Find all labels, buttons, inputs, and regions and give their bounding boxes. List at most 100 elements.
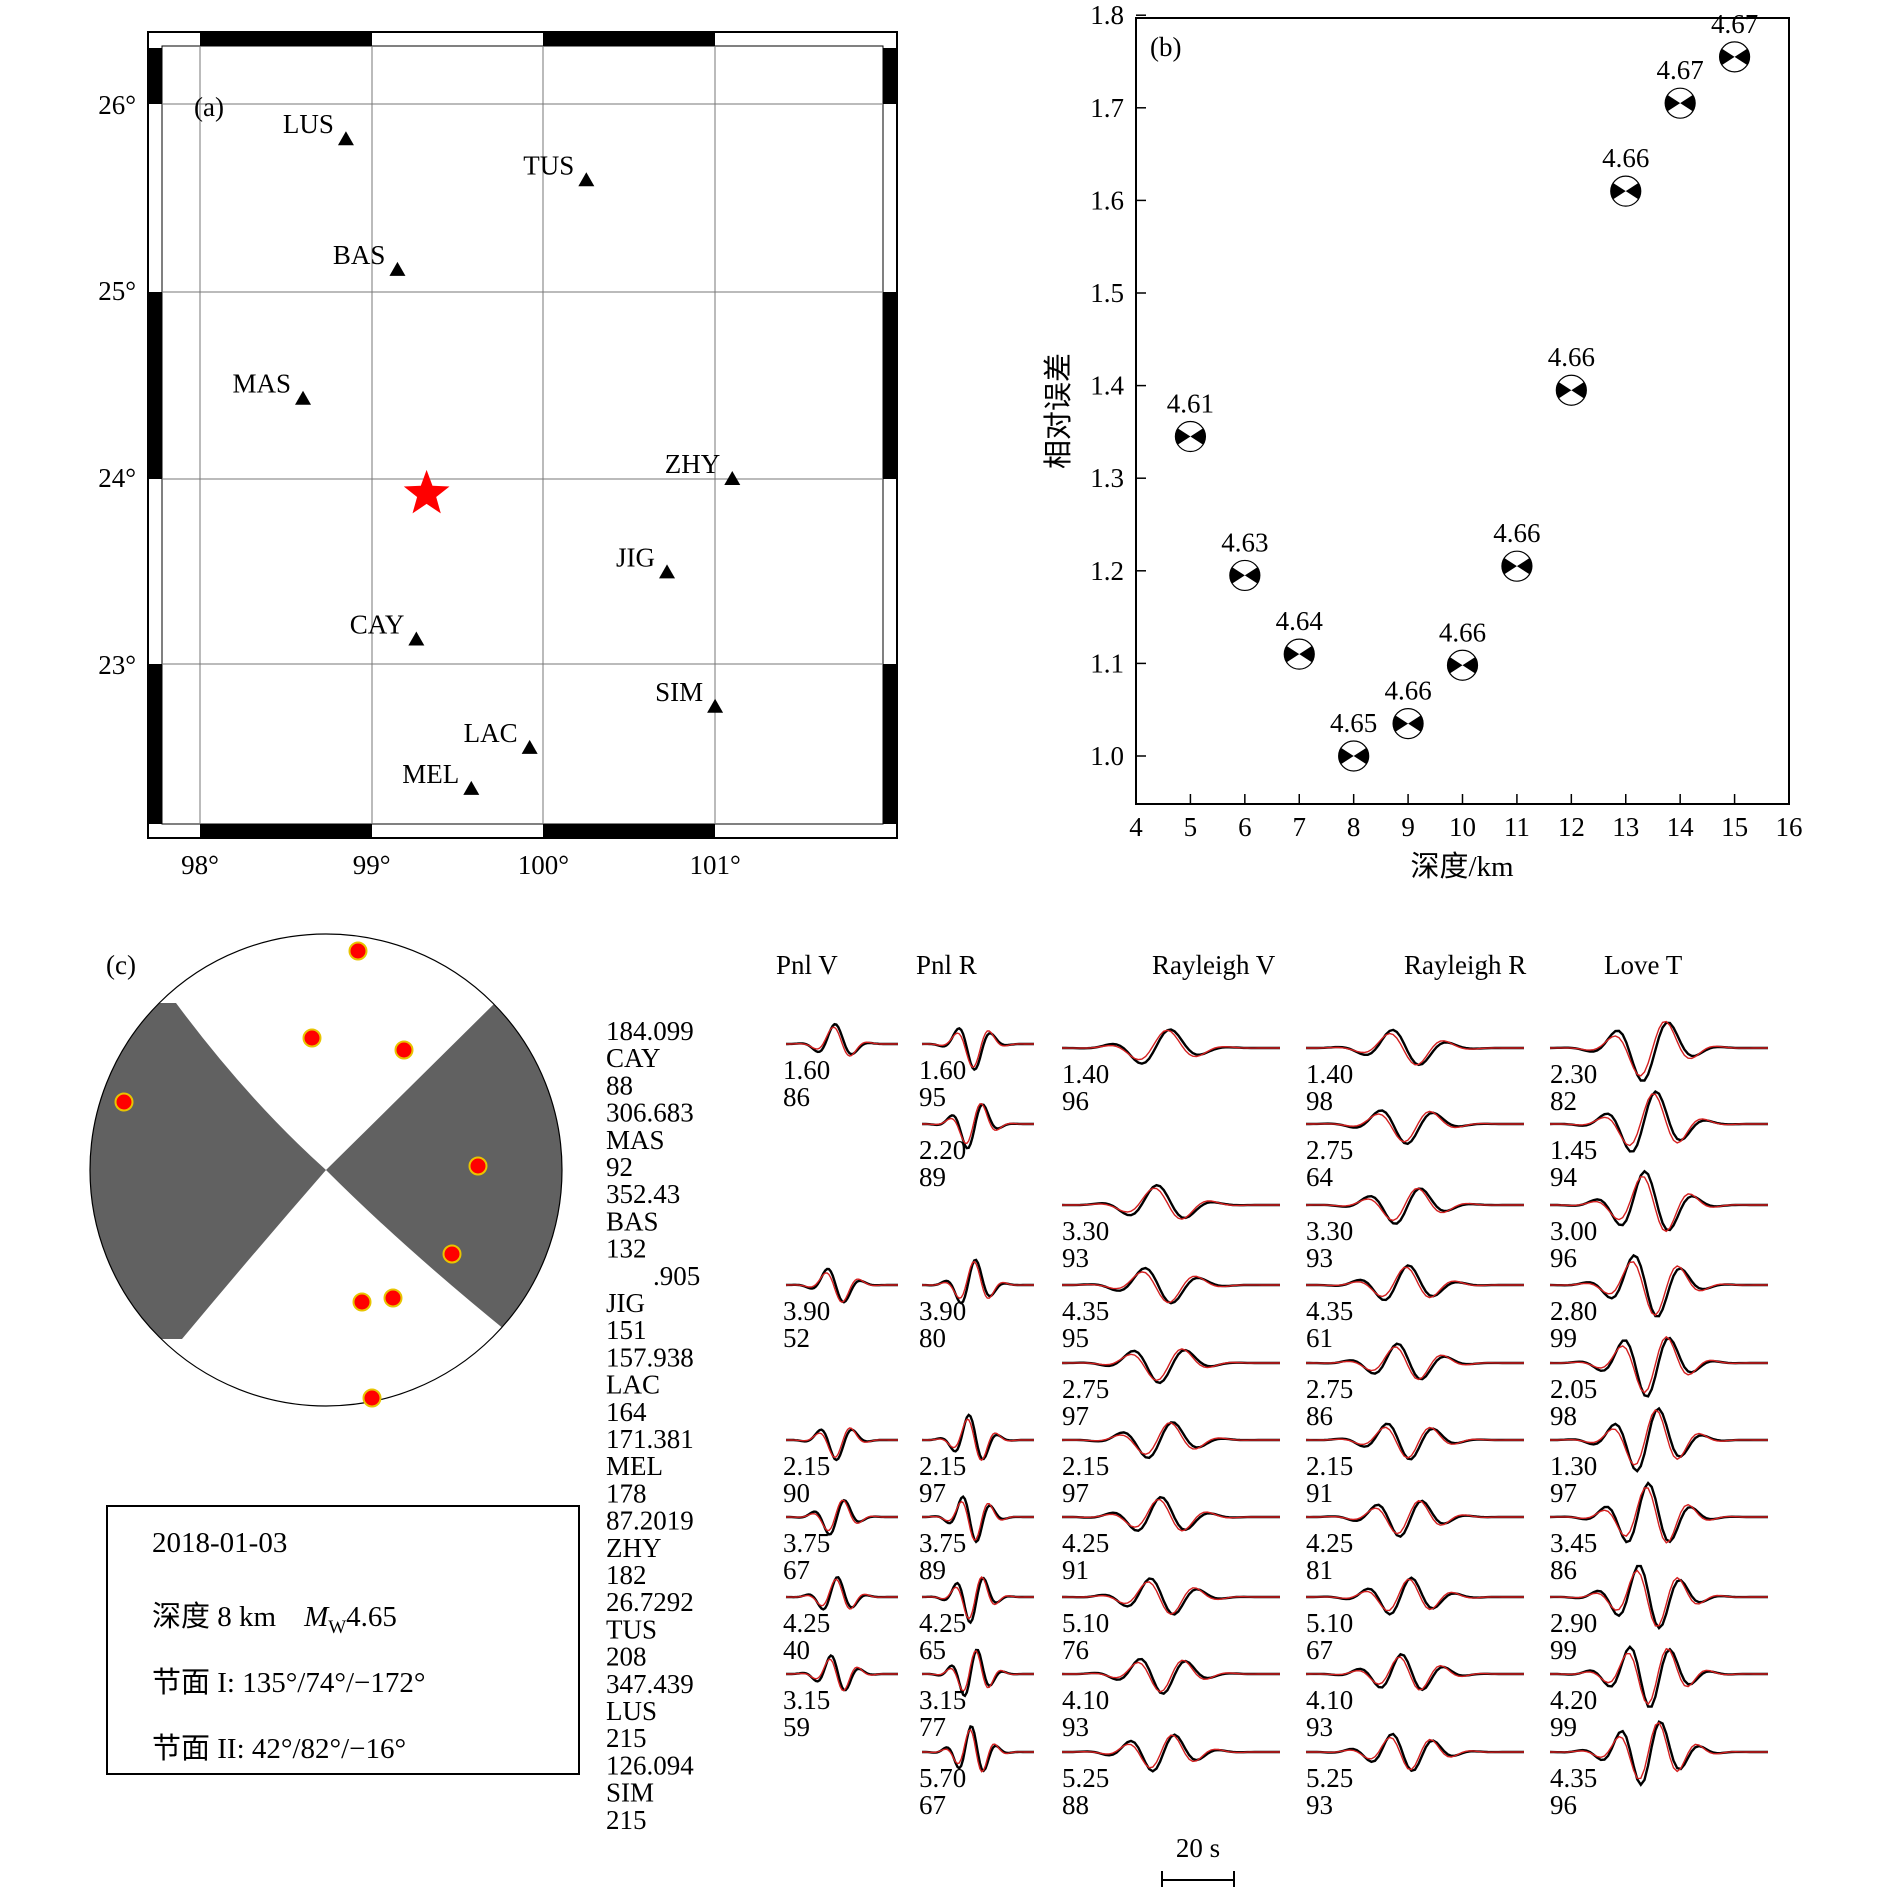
station-list-line: 157.938 xyxy=(606,1342,694,1372)
synthetic-trace xyxy=(1306,1110,1524,1143)
time-shift-label: 4.25 xyxy=(919,1608,966,1638)
mechanism-point: 4.65 xyxy=(1330,708,1377,772)
station-triangle-icon xyxy=(707,698,724,713)
synthetic-trace xyxy=(1306,1266,1524,1299)
mini-beachball-quadrant xyxy=(1408,715,1424,732)
station-list-line: 347.439 xyxy=(606,1669,694,1699)
synthetic-trace xyxy=(1550,1409,1768,1466)
synthetic-trace xyxy=(1062,1659,1280,1693)
time-shift-label: 4.35 xyxy=(1306,1296,1353,1326)
correlation-label: 91 xyxy=(1062,1555,1089,1585)
mechanism-magnitude-label: 4.66 xyxy=(1439,617,1486,647)
mechanism-magnitude-label: 4.66 xyxy=(1548,342,1595,372)
mini-beachball-quadrant xyxy=(1625,182,1641,200)
time-shift-label: 3.75 xyxy=(919,1528,966,1558)
correlation-label: 99 xyxy=(1550,1635,1577,1665)
correlation-label: 90 xyxy=(783,1478,810,1508)
time-shift-label: 4.25 xyxy=(1306,1528,1353,1558)
synthetic-trace xyxy=(1550,1721,1768,1780)
time-shift-label: 1.40 xyxy=(1306,1059,1353,1089)
polarity-dot-icon xyxy=(394,1040,414,1060)
chart-b-x-tick-label: 8 xyxy=(1347,812,1361,842)
mini-beachball-quadrant xyxy=(1284,645,1300,663)
station-list-line: JIG xyxy=(606,1288,645,1318)
observed-trace xyxy=(1062,1495,1280,1532)
beachball-outline xyxy=(89,933,563,1407)
time-shift-label: 3.00 xyxy=(1550,1216,1597,1246)
map-lon-tick: 100° xyxy=(518,850,569,880)
mini-beachball-quadrant xyxy=(1190,428,1206,445)
chart-b-y-tick-label: 1.2 xyxy=(1090,556,1124,586)
mini-beachball-quadrant xyxy=(1501,557,1517,575)
station-list: 184.099CAY88306.683MAS92352.43BAS132.905… xyxy=(606,1016,700,1835)
synthetic-trace xyxy=(1550,1647,1768,1706)
correlation-label: 52 xyxy=(783,1323,810,1353)
mechanism-point: 4.61 xyxy=(1167,389,1214,453)
time-shift-label: 5.10 xyxy=(1062,1608,1109,1638)
mechanism-point: 4.64 xyxy=(1276,606,1324,670)
synthetic-trace xyxy=(1062,1734,1280,1769)
synthetic-trace xyxy=(1306,1736,1524,1771)
mechanism-magnitude-label: 4.66 xyxy=(1384,676,1431,706)
scale-bar-label: 20 s xyxy=(1176,1833,1220,1863)
mini-beachball-quadrant xyxy=(1175,428,1191,445)
correlation-label: 94 xyxy=(1550,1162,1578,1192)
time-shift-label: 2.15 xyxy=(783,1451,830,1481)
time-shift-label: 5.10 xyxy=(1306,1608,1353,1638)
station-label: LUS xyxy=(283,109,334,139)
chart-b-x-tick-label: 9 xyxy=(1401,812,1415,842)
correlation-label: 91 xyxy=(1306,1478,1333,1508)
correlation-label: 59 xyxy=(783,1712,810,1742)
correlation-label: 96 xyxy=(1062,1086,1089,1116)
column-header: Pnl V xyxy=(776,950,838,980)
mechanism-magnitude-label: 4.64 xyxy=(1276,606,1324,636)
map-lon-tick: 99° xyxy=(353,850,391,880)
synthetic-trace xyxy=(786,1427,898,1459)
time-shift-label: 5.25 xyxy=(1306,1763,1353,1793)
magnitude-symbol: M xyxy=(304,1601,329,1633)
beachball-right-quadrant xyxy=(326,998,562,1334)
mini-beachball-quadrant xyxy=(1229,567,1245,584)
map-lon-tick: 98° xyxy=(181,850,219,880)
column-header: Love T xyxy=(1604,950,1683,980)
station-triangle-icon xyxy=(408,631,425,646)
chart-b-frame xyxy=(1135,17,1790,805)
chart-b-y-tick-label: 1.5 xyxy=(1090,278,1124,308)
correlation-label: 95 xyxy=(1062,1323,1089,1353)
polarity-points xyxy=(114,941,488,1408)
chart-b-points: 4.614.634.644.654.664.664.664.664.664.67… xyxy=(1167,9,1758,772)
synthetic-trace xyxy=(1062,1029,1280,1061)
station-list-line: 26.7292 xyxy=(606,1587,694,1617)
time-shift-label: 2.75 xyxy=(1306,1135,1353,1165)
mechanism-magnitude-label: 4.66 xyxy=(1602,143,1649,173)
event-magnitude: 4.65 xyxy=(346,1601,397,1633)
time-shift-label: 5.25 xyxy=(1062,1763,1109,1793)
correlation-label: 86 xyxy=(1550,1555,1577,1585)
station-list-line: CAY xyxy=(606,1043,661,1073)
polarity-dot-icon xyxy=(468,1156,488,1176)
station-list-line: LUS xyxy=(606,1696,657,1726)
time-shift-label: 1.40 xyxy=(1062,1059,1109,1089)
polarity-dot-icon xyxy=(362,1388,382,1408)
chart-b-y-axis: 1.01.11.21.31.41.51.61.71.8 xyxy=(1090,0,1146,771)
mini-beachball-quadrant xyxy=(1299,645,1315,663)
correlation-label: 61 xyxy=(1306,1323,1333,1353)
synthetic-trace xyxy=(1550,1093,1768,1147)
correlation-label: 99 xyxy=(1550,1712,1577,1742)
chart-b-x-tick-label: 7 xyxy=(1293,812,1307,842)
